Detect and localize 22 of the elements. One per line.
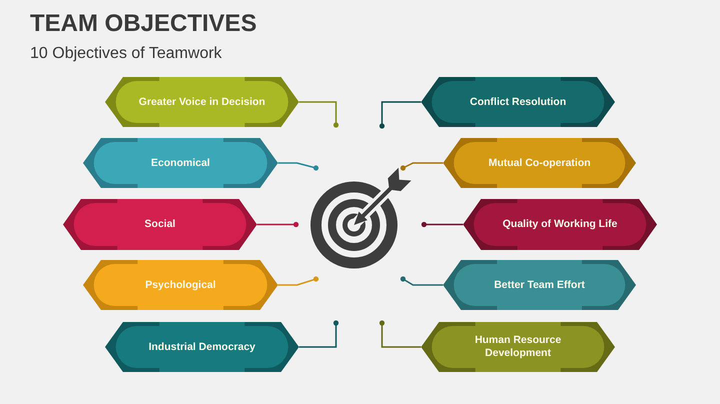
banner-label: Economical [151, 156, 210, 170]
connector-line [379, 320, 421, 348]
banner-label: Mutual Co-operation [488, 156, 591, 170]
banner-label: Greater Voice in Decision [138, 96, 266, 108]
connector-line [299, 101, 339, 128]
connector-line [299, 320, 339, 348]
connector-line [278, 276, 319, 286]
connector-line [400, 162, 443, 171]
title: TEAM OBJECTIVES [30, 9, 257, 39]
connector-line [400, 276, 443, 286]
connector-line [421, 222, 463, 228]
connector-line [278, 162, 319, 171]
banner-label: Quality of Working Life [502, 218, 618, 231]
banner-label: Human Resource Development [474, 334, 562, 360]
banner-label: Industrial Democracy [148, 340, 256, 354]
banner-label: Conflict Resolution [470, 96, 566, 108]
connector-line [257, 222, 299, 228]
subtitle: 10 Objectives of Teamwork [30, 44, 222, 64]
banner-label: Psychological [145, 278, 216, 292]
connector-line [379, 101, 421, 129]
banner-label: Better Team Effort [494, 278, 585, 292]
banner-label: Social [144, 218, 176, 231]
